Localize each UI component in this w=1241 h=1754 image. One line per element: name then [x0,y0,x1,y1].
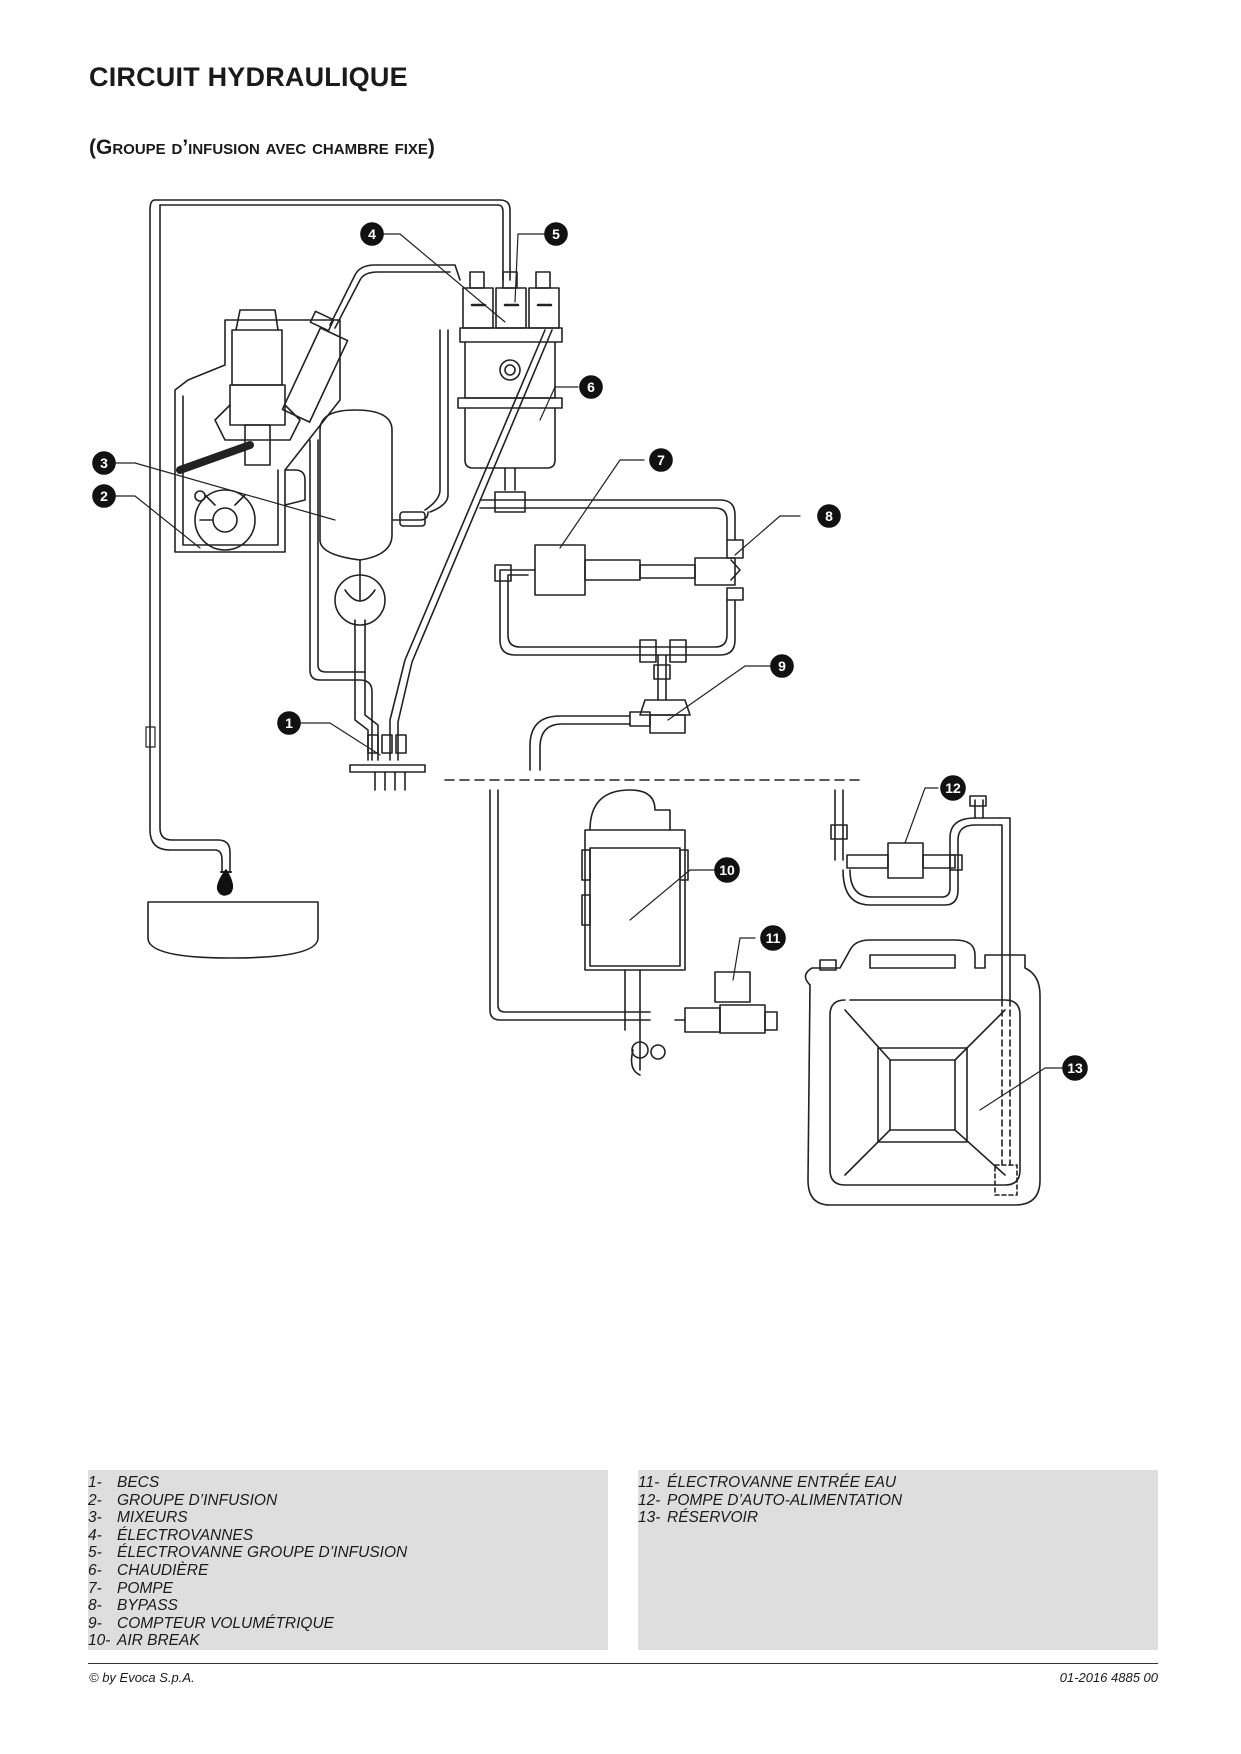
callout-8 [817,504,841,528]
legend-item: 7- POMPE [88,1580,608,1598]
legend-item: 4- ÉLECTROVANNES [88,1527,608,1545]
legend-label: POMPE [117,1579,173,1597]
legend-label: CHAUDIÈRE [117,1561,209,1579]
callout-12 [940,775,966,801]
spout-feed-pipes [309,264,553,761]
air-break [489,789,689,1076]
legend-right: 11- ÉLECTROVANNE ENTRÉE EAU 12- POMPE D’AU… [638,1470,1158,1650]
legend-number: 4- [88,1526,102,1544]
legend-item: 9- COMPTEUR VOLUMÉTRIQUE [88,1615,608,1633]
legend-item: 3- MIXEURS [88,1509,608,1527]
legend-number: 3- [88,1509,102,1527]
callout-3-label: 3 [100,455,108,471]
callout-9 [770,654,794,678]
legend-item: 8- BYPASS [88,1597,608,1615]
legend-label: BECS [117,1474,160,1491]
drip-tray [147,901,319,959]
callout-6 [579,375,603,399]
legend-label: AIR BREAK [117,1632,200,1650]
callout-13 [1062,1055,1088,1081]
solenoid-valves [459,271,563,343]
legend-number: 13- [638,1509,661,1527]
legend-label: ÉLECTROVANNE GROUPE D’INFUSION [117,1544,408,1562]
callout-2-label: 2 [100,488,108,504]
pump-bypass-circuit [479,491,744,701]
legend-item: 12- POMPE D’AUTO-ALIMENTATION [638,1492,1158,1510]
callout-2 [92,484,116,508]
legend-number: 8- [88,1597,102,1615]
legend-label: BYPASS [117,1597,178,1615]
callout-11-label: 11 [766,930,781,946]
water-drop-icon [216,869,234,896]
callout-11 [760,925,786,951]
legend-label: MIXEURS [117,1509,188,1527]
legend-label: GROUPE D’INFUSION [117,1491,278,1509]
legend-item: 10- AIR BREAK [88,1632,608,1650]
callout-13-label: 13 [1067,1060,1083,1076]
legend-number: 9- [88,1614,102,1632]
callout-4-label: 4 [368,226,376,242]
callout-10 [714,857,740,883]
callout-12-label: 12 [945,780,961,796]
footer-copyright: © by Evoca S.p.A. [89,1670,195,1685]
page-title: CIRCUIT HYDRAULIQUE [89,62,408,92]
legend-item: 5- ÉLECTROVANNE GROUPE D’INFUSION [88,1544,608,1562]
legend-item: 2- GROUPE D’INFUSION [88,1492,608,1510]
callout-10-label: 10 [719,862,735,878]
legend-label: ÉLECTROVANNE ENTRÉE EAU [667,1474,897,1491]
legend-list-right: 11- ÉLECTROVANNE ENTRÉE EAU 12- POMPE D’AU… [638,1470,1158,1527]
mixer [319,409,429,761]
callout-8-label: 8 [825,508,833,524]
legend-label: POMPE D’AUTO-ALIMENTATION [667,1491,903,1509]
legend-item: 13- RÉSERVOIR [638,1509,1158,1527]
legend-list-left: 1- BECS 2- GROUPE D’INFUSION 3- MIXEURS 4- É… [88,1470,608,1650]
callout-9-label: 9 [778,658,786,674]
footer-divider [88,1663,1158,1664]
legend-left: 1- BECS 2- GROUPE D’INFUSION 3- MIXEURS 4- É… [88,1470,608,1650]
legend-number: 5- [88,1544,102,1562]
callout-4 [360,222,384,246]
legend-number: 6- [88,1561,102,1579]
hydraulic-circuit-diagram: 1 2 3 4 5 6 7 8 9 10 11 12 13 [92,199,1088,1206]
legend-label: ÉLECTROVANNES [117,1526,254,1544]
callout-6-label: 6 [587,379,595,395]
reservoir [804,939,1041,1206]
callout-1-label: 1 [285,715,293,731]
legend-number: 12- [638,1491,661,1509]
callout-5-label: 5 [552,226,560,242]
callout-1 [277,711,301,735]
legend-number: 11- [638,1474,660,1491]
boiler [457,341,563,491]
drain-pipe [145,199,511,873]
legend-item: 6- CHAUDIÈRE [88,1562,608,1580]
page-subtitle: (Groupe d’infusion avec chambre fixe) [89,136,435,159]
callout-badges [92,222,1088,1081]
inlet-solenoid-valve [674,971,778,1034]
spouts [349,734,426,791]
legend-number: 10- [88,1632,111,1650]
legend-number: 7- [88,1579,102,1597]
callout-leaders [103,233,1066,1111]
self-priming-pump [830,789,1011,1001]
callout-5 [544,222,568,246]
footer-doc-ref: 01-2016 4885 00 [1059,1670,1158,1685]
legend-number: 1- [88,1474,102,1491]
legend-number: 2- [88,1491,102,1509]
legend-label: COMPTEUR VOLUMÉTRIQUE [117,1614,335,1632]
legend-item: 11- ÉLECTROVANNE ENTRÉE EAU [638,1474,1158,1492]
callout-7-label: 7 [657,452,665,468]
volumetric-counter [529,699,691,771]
infusion-group [174,309,349,553]
callout-7 [649,448,673,472]
legend-label: RÉSERVOIR [667,1509,759,1527]
legend-item: 1- BECS [88,1474,608,1492]
callout-3 [92,451,116,475]
